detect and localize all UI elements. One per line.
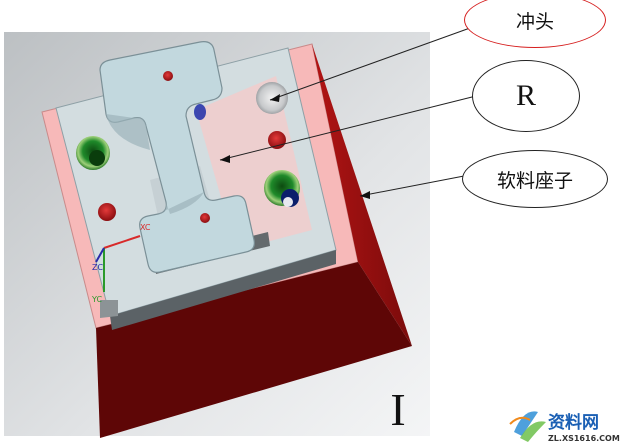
leader-lines [219,27,477,197]
callout-punch-text: 冲头 [515,10,554,33]
y-axis-label: YC [91,295,102,304]
punch-hole-top [163,71,173,81]
leader-seat [359,175,465,197]
punch-hole-bottom [200,213,210,223]
part-label: I [390,384,406,435]
x-axis-line [103,235,141,249]
punch [99,41,255,273]
z-axis-label: ZC [92,263,103,272]
gray-hole-top-right [256,82,288,114]
x-axis-label: XC [140,223,151,232]
callout-punch: 冲头 [464,0,606,48]
red-hole-left [98,203,116,221]
axis-triad: XC ZC YC [91,223,151,304]
callout-r: R [472,60,580,132]
leader-r [219,95,477,161]
watermark-brand: 资料网 [548,412,599,433]
watermark-url: ZL.XS1616.COM [548,434,620,443]
seat-front-face [96,262,412,438]
insert-front-edge [110,250,336,330]
watermark-logo-icon [509,411,546,442]
callout-r-text: R [515,79,536,112]
callout-soft-seat: 软料座子 [462,150,608,208]
red-hole-right [268,131,286,149]
callout-soft-seat-text: 软料座子 [496,169,573,192]
watermark: 资料网 ZL.XS1616.COM [509,411,620,443]
leader-punch [269,27,471,101]
z-axis-line [95,247,105,263]
holes [76,82,300,221]
